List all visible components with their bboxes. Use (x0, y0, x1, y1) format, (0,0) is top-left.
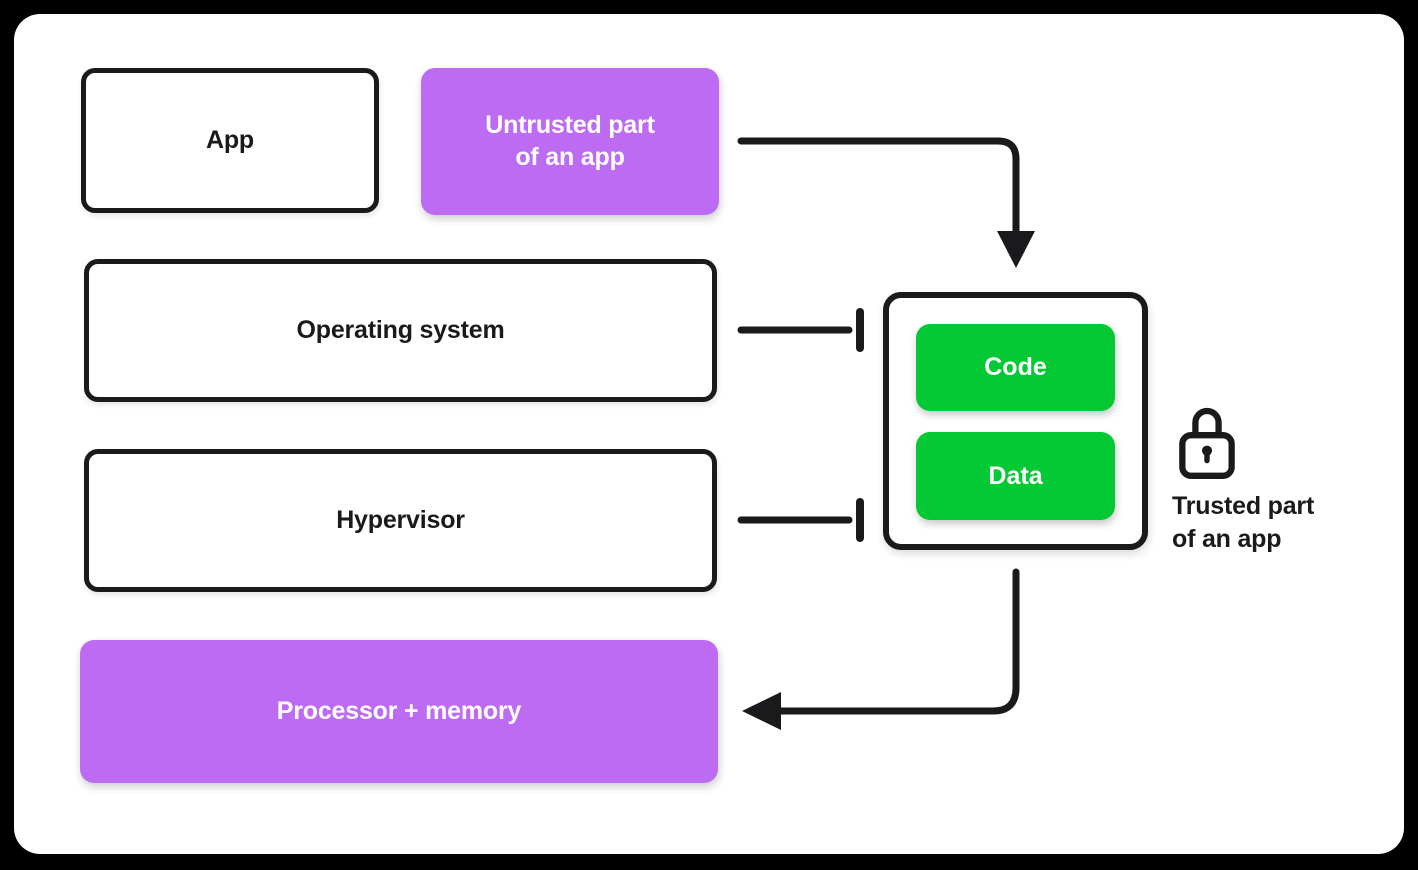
operating-system-label: Operating system (296, 315, 505, 344)
diagram-card: App Untrusted part of an app Operating s… (14, 14, 1404, 854)
lock-shackle (1192, 407, 1222, 441)
hypervisor-box: Hypervisor (84, 449, 717, 592)
code-label: Code (984, 353, 1047, 381)
lock-keyhole-stem (1204, 452, 1210, 464)
data-label: Data (988, 461, 1043, 490)
app-box: App (81, 68, 379, 213)
lock-icon (1178, 402, 1236, 480)
processor-memory-label: Processor + memory (276, 696, 522, 725)
app-label: App (206, 125, 254, 154)
trusted-part-container: Code Data (883, 292, 1148, 550)
lock-keyhole (1201, 445, 1213, 456)
data-box: Data (916, 432, 1115, 520)
untrusted-part-box: Untrusted part of an app (421, 68, 719, 215)
code-box: Code (916, 324, 1115, 411)
untrusted-part-label: Untrusted part of an app (485, 111, 655, 171)
hypervisor-label: Hypervisor (336, 505, 465, 534)
operating-system-box: Operating system (84, 259, 717, 402)
processor-memory-box: Processor + memory (80, 640, 718, 783)
lock-icon-svg (1179, 407, 1235, 479)
trusted-part-caption: Trusted part of an app (1172, 492, 1315, 553)
